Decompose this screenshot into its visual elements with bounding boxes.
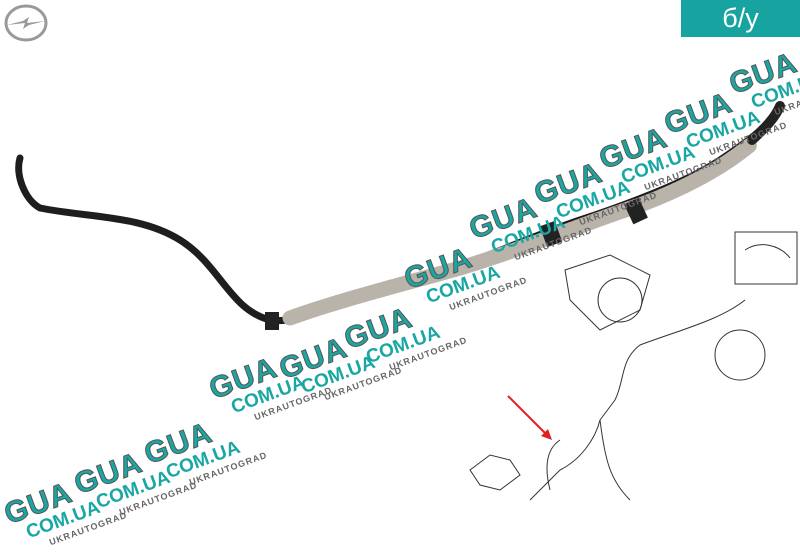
installation-diagram [469, 231, 798, 501]
hose [15, 101, 785, 330]
condition-badge: б/у [681, 0, 800, 37]
opel-logo-icon [4, 4, 48, 42]
product-photo [15, 101, 798, 501]
red-arrow [507, 395, 552, 440]
